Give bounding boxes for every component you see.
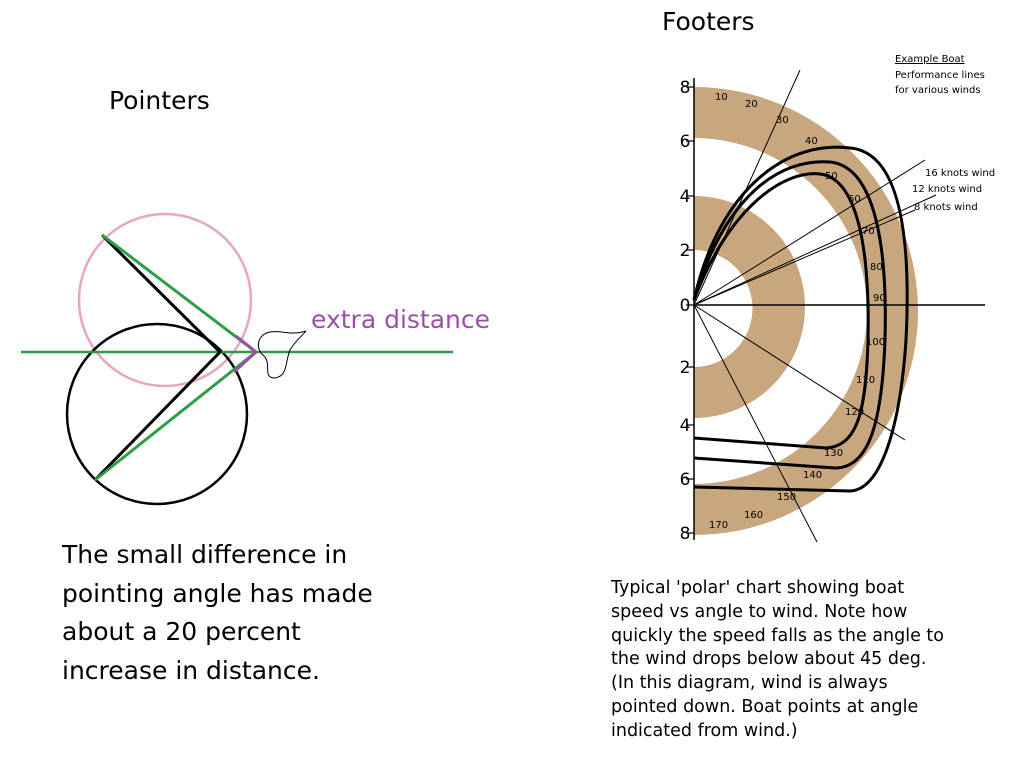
black-tack-path [93, 233, 223, 482]
pointers-title: Pointers [109, 86, 210, 115]
angle-label: 140 [803, 470, 822, 481]
y-tick-label: 0 [680, 296, 691, 316]
extra-distance-label: extra distance [311, 305, 491, 334]
angle-label: 120 [845, 407, 864, 418]
legend-title: Example Boat [895, 54, 965, 65]
angle-label: 10 [715, 92, 728, 103]
y-tick-label: 8 [680, 78, 691, 98]
wind-label-12: 12 knots wind [912, 184, 982, 195]
polar-chart-caption: Typical 'polar' chart showing boat speed… [611, 578, 944, 741]
angle-label: 80 [870, 262, 883, 273]
angle-label: 130 [824, 448, 843, 459]
y-tick-label: 4 [680, 416, 691, 436]
angle-label: 150 [777, 492, 796, 503]
y-tick-label: 8 [680, 524, 691, 544]
footers-title: Footers [662, 7, 755, 36]
black-circle [65, 322, 249, 506]
purple-extra-distance [232, 334, 259, 374]
pointers-caption: The small difference in pointing angle h… [62, 540, 373, 685]
y-tick-label: 2 [680, 241, 691, 261]
inner-speed-band [694, 196, 805, 418]
angle-label: 40 [805, 136, 818, 147]
angle-label: 30 [776, 115, 789, 126]
legend-title: Performance lines [895, 70, 985, 81]
angle-label: 90 [873, 293, 886, 304]
hand-drawn-pointer [257, 330, 307, 379]
y-tick-label: 2 [680, 358, 691, 378]
angle-label: 160 [744, 510, 763, 521]
wind-label-8: 8 knots wind [914, 202, 978, 213]
y-tick-label: 6 [680, 132, 691, 152]
y-tick-label: 6 [680, 470, 691, 490]
angle-label: 70 [862, 226, 875, 237]
performance-curve-12-knots [692, 160, 887, 470]
angle-label: 60 [848, 194, 861, 205]
performance-curve-16-knots [692, 145, 909, 493]
legend-title: for various winds [895, 85, 981, 96]
pink-circle [77, 212, 253, 388]
angle-label: 100 [866, 337, 885, 348]
angle-label: 170 [709, 520, 728, 531]
wind-label-16: 16 knots wind [925, 168, 995, 179]
y-tick-label: 4 [680, 187, 691, 207]
performance-curve-8-knots [692, 172, 870, 450]
angle-label: 20 [745, 99, 758, 110]
